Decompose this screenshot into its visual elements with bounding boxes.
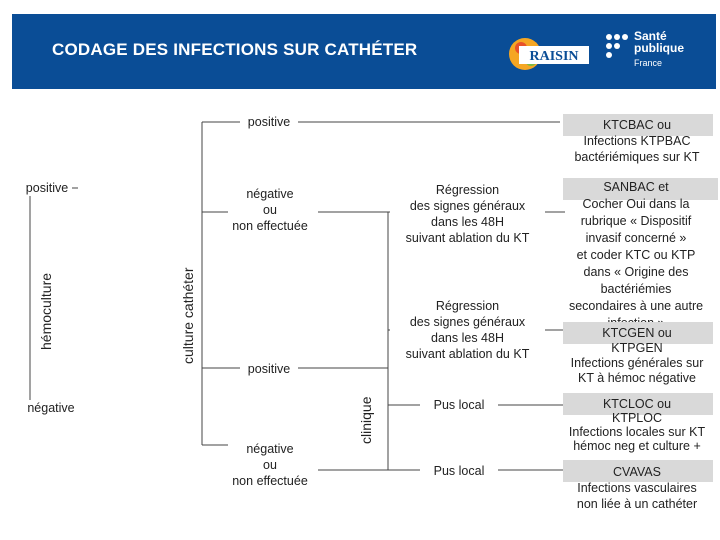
sante-publique-logo: Santé publique France [604, 30, 708, 76]
pus-local-2-label: Pus local [420, 463, 498, 479]
raisin-logo: RAISIN [505, 30, 593, 78]
header-banner: CODAGE DES INFECTIONS SUR CATHÉTER RAISI… [12, 14, 716, 89]
sante-line3: France [634, 58, 663, 68]
raisin-logo-text: RAISIN [529, 49, 578, 64]
cvavas-highlight [563, 460, 713, 482]
ktcbac-outcome: KTCBAC ou Infections KTPBAC bactériémiqu… [574, 118, 700, 164]
pus-local-1-label: Pus local [420, 397, 498, 413]
ktcloc-outcome: KTCLOC ou KTPLOC Infections locales sur … [568, 397, 706, 453]
sante-line1: Santé [634, 29, 667, 43]
ktcgen-outcome: KTCGEN ou KTPGEN Infections générales su… [570, 326, 704, 385]
culture-catheter-axis-label: culture cathéter [180, 267, 196, 365]
raisin-logo-icon: RAISIN [509, 38, 589, 70]
regression-1-label: Régression des signes généraux dans les … [390, 182, 545, 246]
hemoc-negative-label: négative [22, 400, 80, 416]
ktcloc-highlight [563, 393, 713, 415]
culture-negative-top-label: négative ou non effectuée [232, 187, 308, 233]
page-title: CODAGE DES INFECTIONS SUR CATHÉTER [52, 40, 418, 59]
clinique-axis-label: clinique [358, 396, 374, 444]
ktcbac-highlight [563, 114, 713, 136]
culture-positive-top-label: positive [240, 114, 298, 130]
culture-positive-mid-label: positive [240, 361, 298, 377]
sante-publique-icon [606, 34, 628, 58]
sante-line2: publique [634, 41, 684, 55]
ktcgen-highlight [563, 322, 713, 344]
sanbac-outcome: SANBAC et Cocher Oui dans la rubrique « … [568, 180, 704, 330]
cvavas-outcome: CVAVAS Infections vasculaires non liée à… [576, 465, 698, 511]
hemoculture-axis-label: hémoculture [38, 272, 54, 350]
sanbac-highlight [563, 178, 718, 200]
regression-2-label: Régression des signes généraux dans les … [390, 298, 545, 362]
culture-negative-bottom-label: négative ou non effectuée [232, 442, 308, 488]
hemoc-positive-label: positive [22, 180, 72, 196]
